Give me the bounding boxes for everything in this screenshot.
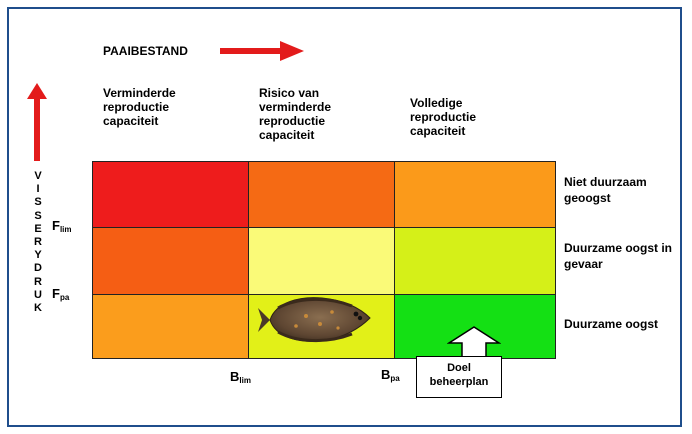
y-axis-letter: Y: [34, 249, 42, 262]
x-axis-label: PAAIBESTAND: [103, 44, 188, 58]
b-lim-label: Blim: [230, 369, 251, 385]
b-pa-label: Bpa: [381, 367, 400, 383]
column-heading-full: Volledige reproductie capaciteit: [410, 96, 477, 138]
y-axis-letter: K: [34, 302, 42, 315]
cell-r2-c2: [248, 227, 395, 295]
cell-r1-c3: [394, 161, 556, 228]
row-heading-at-risk: Duurzame oogst in gevaar: [564, 241, 673, 271]
y-axis-letter: R: [34, 275, 42, 288]
y-axis-letter: V: [34, 170, 42, 182]
y-axis-letter: S: [34, 196, 42, 209]
y-axis-letter: E: [34, 222, 42, 235]
slide-frame: [7, 7, 682, 427]
column-heading-reduced: Verminderde reproductie capaciteit: [103, 86, 176, 128]
arrow-up-icon: [27, 83, 47, 161]
y-axis-letter: I: [36, 183, 40, 196]
y-axis-letter: U: [34, 288, 42, 301]
row-heading-unsustainable: Niet duurzaam geoogst: [564, 175, 647, 205]
arrow-right-icon: [220, 41, 304, 61]
column-heading-risk: Risico van verminderde reproductie capac…: [259, 86, 332, 142]
goal-box: Doel beheerplan: [416, 356, 502, 398]
flatfish-icon: [258, 297, 371, 343]
cell-r2-c1: [92, 227, 249, 295]
row-heading-sustainable: Duurzame oogst: [564, 317, 659, 331]
arrow-up-outline-icon: [447, 326, 501, 360]
f-pa-label: Fpa: [52, 286, 70, 302]
cell-r2-c3: [394, 227, 556, 295]
cell-r1-c1: [92, 161, 249, 228]
y-axis-letter: S: [34, 209, 42, 222]
cell-r3-c1: [92, 294, 249, 359]
f-lim-label: Flim: [52, 218, 72, 234]
cell-r1-c2: [248, 161, 395, 228]
y-axis-letter: D: [34, 262, 42, 275]
y-axis-letter: R: [34, 236, 42, 249]
